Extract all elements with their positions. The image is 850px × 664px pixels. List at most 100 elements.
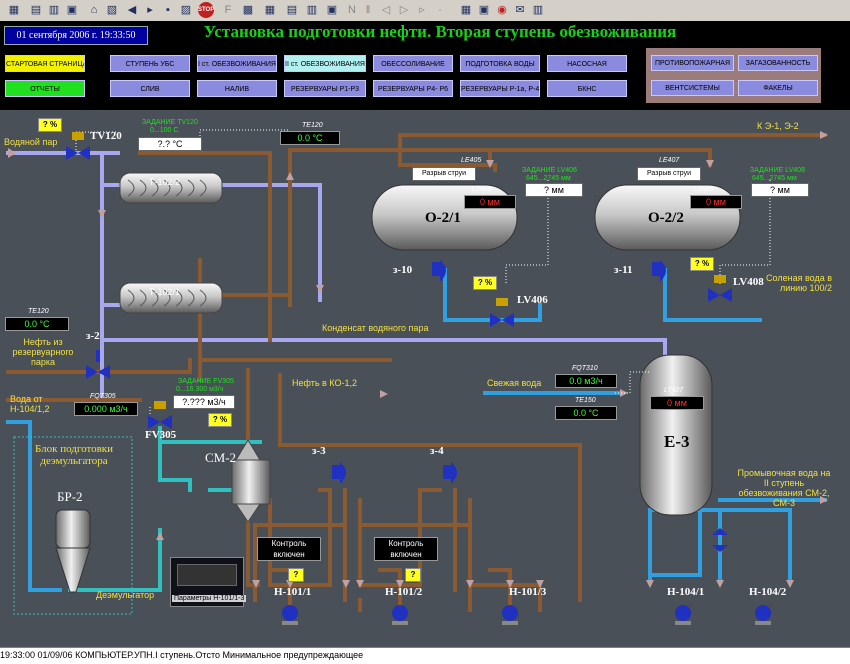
h104-2-label: Н-104/2 (749, 586, 787, 598)
wash-water-label: Промывочная вода на II ступень обезвожив… (737, 468, 831, 508)
toolbar: ▦ ▤ ▥ ▣ ⌂ ▧ ◀ ▸ ▪ ▨ STOP F ▩ ▦ ▤ ▥ ▣ N ‖… (0, 0, 850, 22)
back-icon[interactable]: ◀ (127, 4, 137, 16)
nav-stage1-button[interactable]: I ст. ОБЕЗВОЖИВАНИЯ (197, 55, 277, 72)
lv408-status[interactable]: ? % (690, 257, 714, 271)
tools-icon[interactable]: ▩ (242, 4, 254, 16)
lv406-status[interactable]: ? % (473, 276, 497, 290)
prev-icon[interactable]: ◁ (381, 4, 391, 16)
chart-icon[interactable]: ▣ (326, 4, 338, 16)
h101-1-status[interactable]: ? (288, 568, 304, 582)
lv406-label: LV406 (517, 294, 548, 306)
nav-ubs-button[interactable]: СТУПЕНЬ УБС (110, 55, 190, 72)
fqt310-value: 0.0 м3/ч (555, 374, 617, 388)
nav-tanks-p1-p3-button[interactable]: РЕЗЕРВУАРЫ Р1-Р3 (284, 80, 366, 97)
nav-tanks-p1a-button[interactable]: РЕЗЕРВУАРЫ Р-1а, Р-4а (460, 80, 540, 97)
te120-left-label: TE120 (28, 308, 49, 315)
o2-2-label: О-2/2 (648, 210, 684, 226)
table-icon[interactable]: ▥ (306, 4, 318, 16)
oil-to-ko-label: Нефть в КО-1,2 (292, 378, 357, 388)
condensate-label: Конденсат водяного пара (322, 323, 429, 333)
cm2-label: СМ-2 (205, 450, 237, 465)
tank-br2 (55, 509, 91, 593)
list-icon[interactable]: ▤ (286, 4, 298, 16)
mark-icon[interactable]: ∙ (438, 4, 442, 16)
fv305-setpoint-input[interactable]: ?.??? м3/ч (173, 395, 235, 409)
br2-label: БР-2 (57, 489, 83, 504)
window-icon[interactable]: ⌂ (90, 4, 98, 16)
h101-2-status[interactable]: ? (405, 568, 421, 582)
monitor-icon[interactable]: ▣ (478, 4, 490, 16)
jet-break-1: Разрыв струи (412, 167, 476, 181)
h101-3-label: Н-101/3 (509, 586, 547, 598)
h101-1-label: Н-101/1 (274, 586, 312, 598)
lv406-task-label: ЗАДАНИЕ LV406 (522, 167, 577, 174)
lt406-label: LT406 (472, 186, 492, 193)
report-icon[interactable]: ▦ (460, 4, 472, 16)
pause-icon[interactable]: ‖ (365, 4, 371, 16)
lv408-setpoint-input[interactable]: ? мм (751, 183, 809, 197)
start-page-button[interactable]: СТАРТОВАЯ СТРАНИЦА (5, 55, 85, 72)
refresh-icon[interactable]: ▪ (166, 4, 170, 16)
t102-2-label: Т-102/2 (149, 177, 181, 187)
lt408-value: 0 мм (690, 195, 742, 209)
n-icon[interactable]: N (348, 4, 356, 16)
h101-2-label: Н-101/2 (385, 586, 423, 598)
reports-button[interactable]: ОТЧЕТЫ (5, 80, 85, 97)
nav-fire-button[interactable]: ПРОТИВОПОЖАРНАЯ (651, 55, 734, 71)
nav-desalting-button[interactable]: ОБЕССОЛИВАНИЕ (373, 55, 453, 72)
lt427-value: 0 мм (650, 396, 704, 410)
image-icon[interactable]: ▨ (180, 4, 192, 16)
stop-icon[interactable]: STOP (198, 2, 214, 18)
params-h101-label[interactable]: Параметры Н-101/1-3 (172, 595, 247, 602)
lv408-label: LV408 (733, 276, 764, 288)
valve-z3 (332, 462, 346, 484)
tile-icon[interactable]: ▥ (532, 4, 544, 16)
fqt305-value: 0.000 м3/ч (74, 402, 138, 416)
control-status-2: Контроль включен (374, 537, 438, 561)
help-icon[interactable]: ◉ (497, 4, 507, 16)
nav-gas-button[interactable]: ЗАГАЗОВАННОСТЬ (738, 55, 818, 71)
f-icon[interactable]: F (224, 4, 232, 16)
nav-water-prep-button[interactable]: ПОДГОТОВКА ВОДЫ (460, 55, 540, 72)
pump-h101-3 (502, 605, 518, 625)
lv406-setpoint-input[interactable]: ? мм (525, 183, 583, 197)
mail-icon[interactable]: ✉ (515, 4, 525, 16)
valve-lv408 (708, 275, 732, 302)
forward-icon[interactable]: ▸ (147, 4, 153, 16)
nav-tanks-p4-p6-button[interactable]: РЕЗЕРВУАРЫ Р4- Р6 (373, 80, 453, 97)
nav-stage2-button[interactable]: II ст. ОБЕЗВОЖИВАНИЯ (284, 55, 366, 72)
grid-icon[interactable]: ▦ (264, 4, 276, 16)
tv120-status[interactable]: ? % (38, 118, 62, 132)
te120-left-value: 0.0 °С (5, 317, 69, 331)
nav-flares-button[interactable]: ФАКЕЛЫ (738, 80, 818, 96)
open-icon[interactable]: ▤ (30, 4, 42, 16)
nav-drain-button[interactable]: СЛИВ (110, 80, 190, 97)
oil-pipes (6, 133, 827, 612)
nav-vent-button[interactable]: ВЕНТСИСТЕМЫ (651, 80, 734, 96)
nav-loading-button[interactable]: НАЛИВ (197, 80, 277, 97)
lv408-task-label: ЗАДАНИЕ LV408 (750, 167, 805, 174)
valve-tv120 (66, 132, 90, 160)
mixer-cm2 (231, 439, 271, 523)
end-icon[interactable]: ▹ (419, 4, 425, 16)
fv305-status[interactable]: ? % (208, 413, 232, 427)
home-icon[interactable]: ▦ (8, 4, 20, 16)
tv120-setpoint-input[interactable]: ?.? °С (138, 137, 202, 151)
status-bar: 19:33:00 01/09/06 КОМПЬЮТЕР.УПН.I ступен… (0, 647, 850, 664)
z10-label: з-10 (393, 264, 413, 276)
datetime-display: 01 сентября 2006 г. 19:33:50 (4, 26, 148, 45)
z3-label: з-3 (312, 445, 326, 457)
next-icon[interactable]: ▷ (399, 4, 409, 16)
print-icon[interactable]: ▥ (48, 4, 60, 16)
save-icon[interactable]: ▧ (106, 4, 118, 16)
oil-from-park-label: Нефть из резервуарного парка (12, 337, 74, 367)
z2-label: з-2 (86, 330, 100, 342)
tv120-range-label: 0...100 С (150, 127, 179, 134)
tv120-task-label: ЗАДАНИЕ TV120 (142, 119, 198, 126)
nav-bkns-button[interactable]: БКНС (547, 80, 627, 97)
water-from-label: Вода от Н-104/1,2 (10, 394, 50, 414)
zoom-icon[interactable]: ▣ (66, 4, 78, 16)
nav-pumping-button[interactable]: НАСОСНАЯ (547, 55, 627, 72)
valve-lv406 (490, 298, 514, 327)
lt427-label: LT427 (664, 387, 684, 394)
